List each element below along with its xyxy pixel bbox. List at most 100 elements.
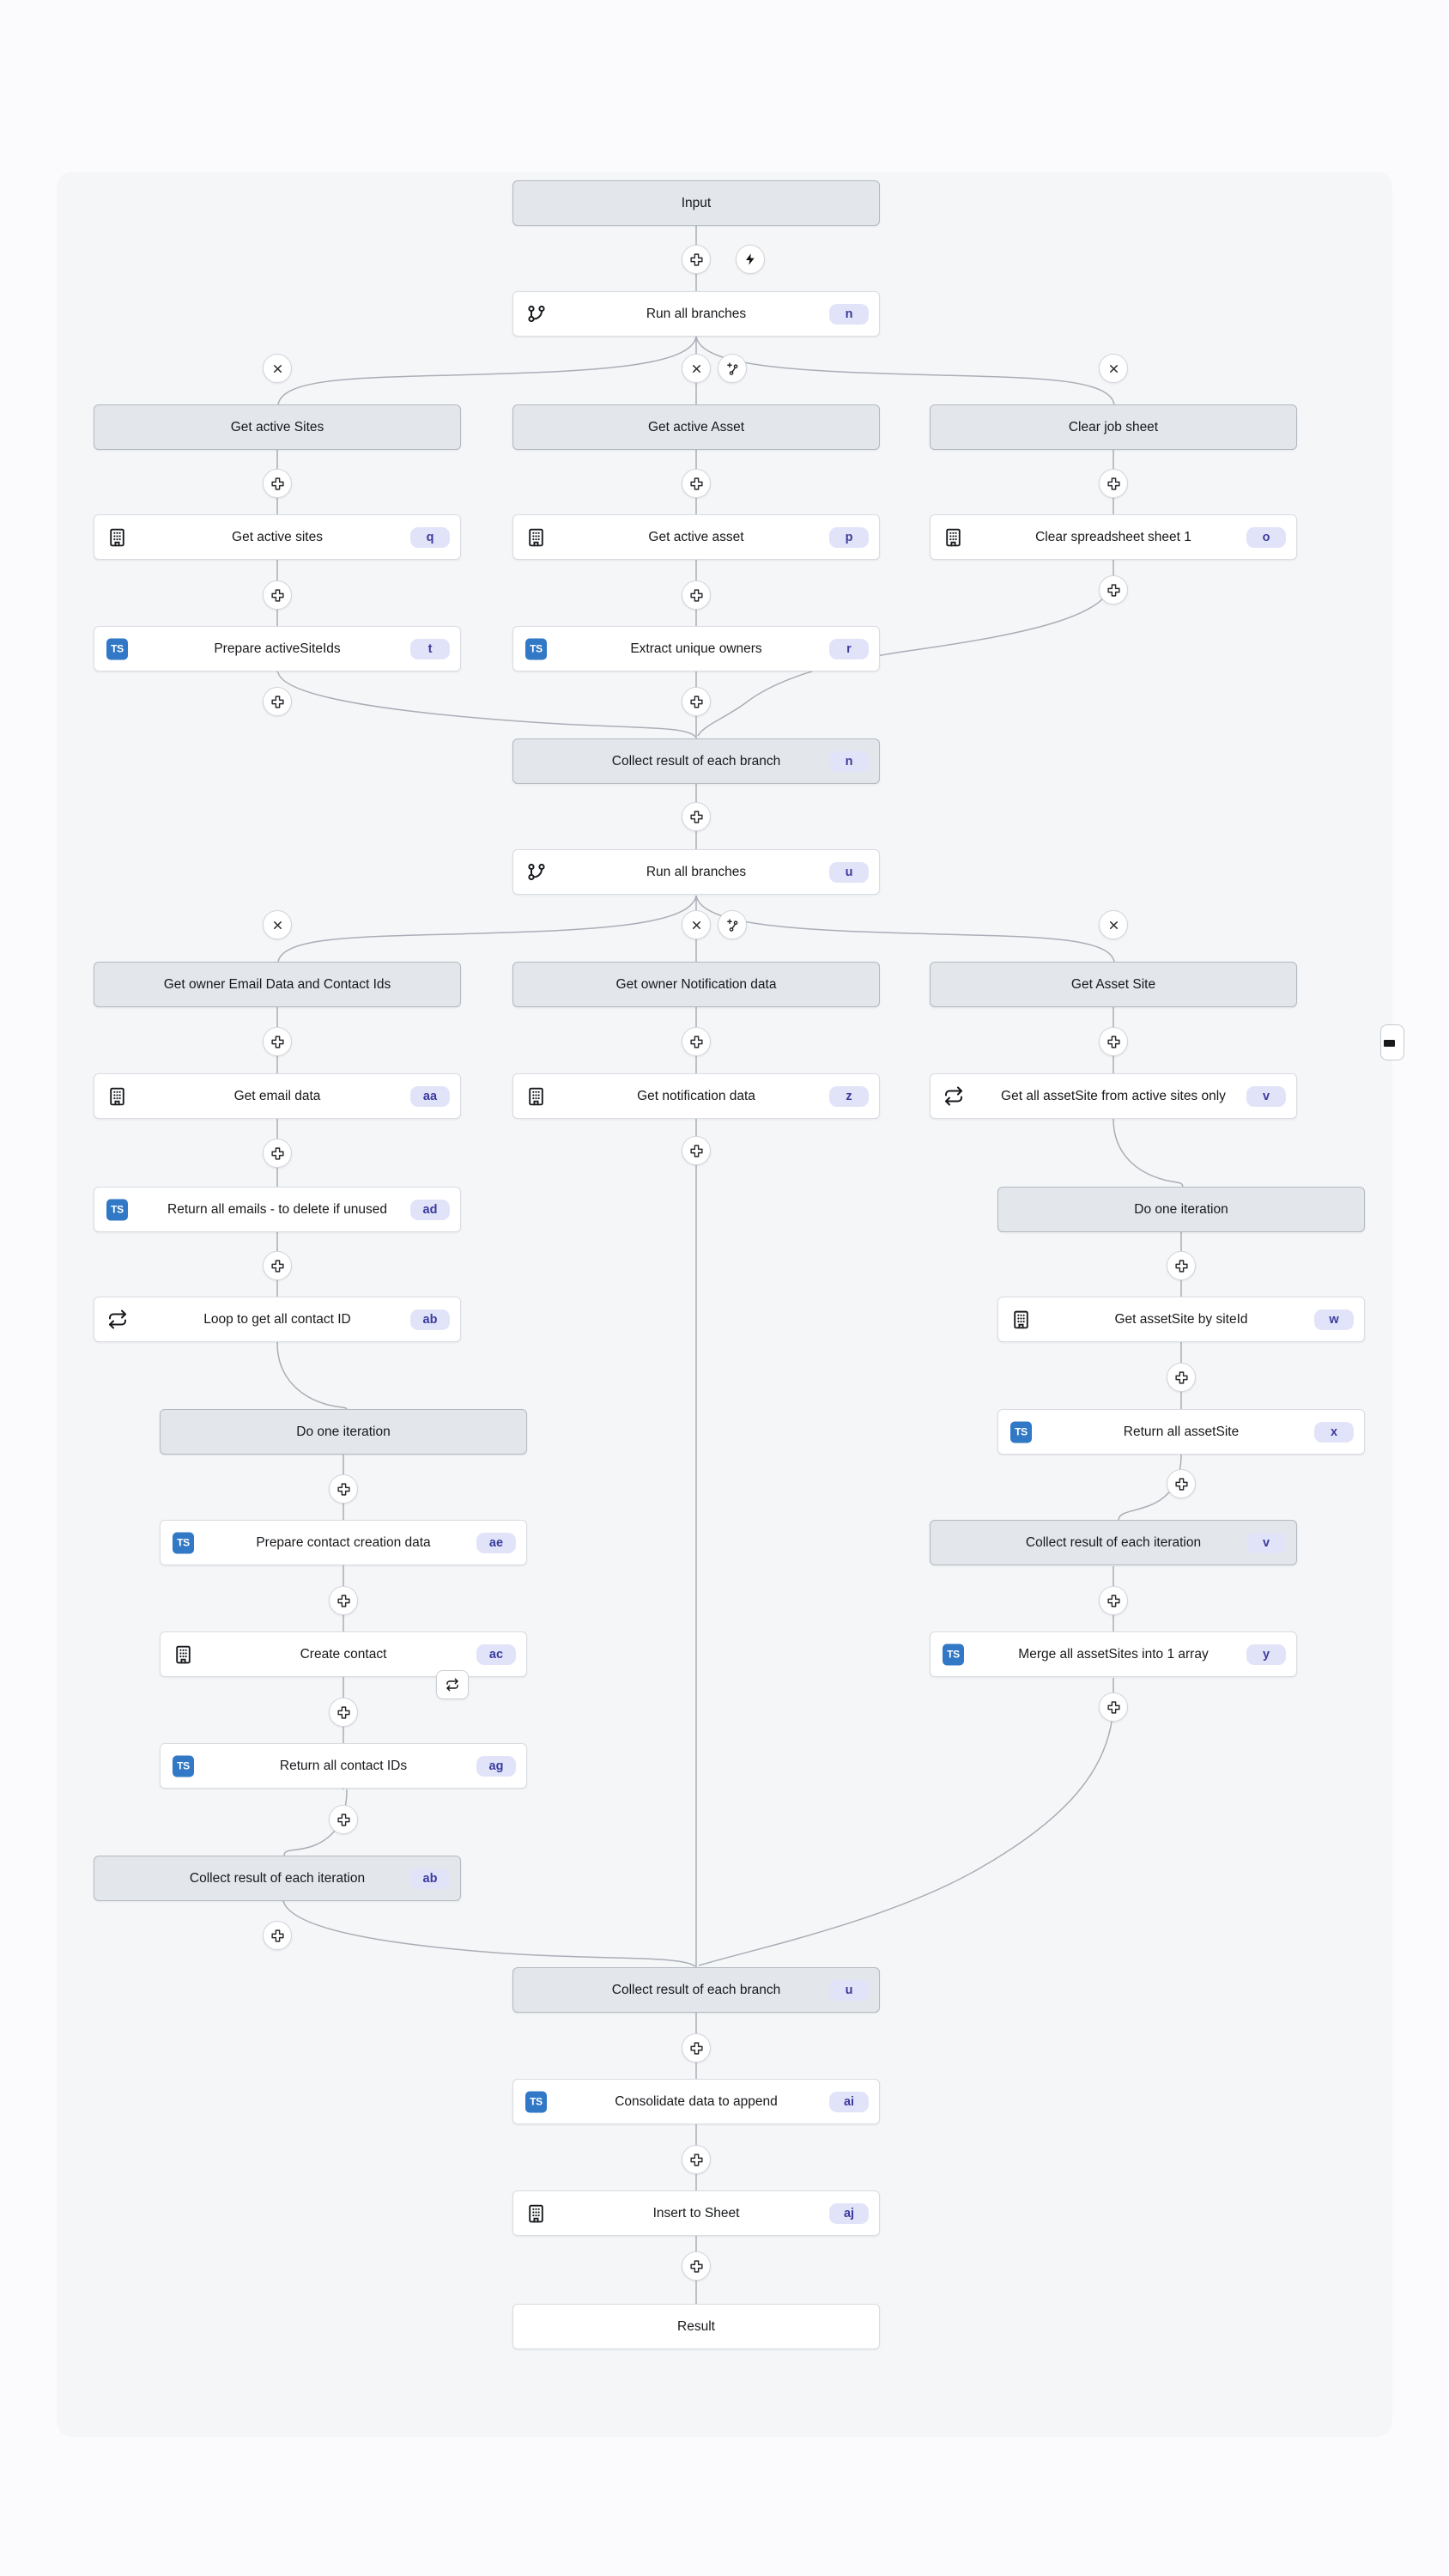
- typescript-icon: TS: [1009, 1420, 1033, 1443]
- add-step-button[interactable]: [1167, 1363, 1196, 1392]
- add-step-button[interactable]: [1099, 1692, 1128, 1722]
- plus-icon: [1106, 1700, 1120, 1714]
- node-get-notification-data[interactable]: Get notification data z: [512, 1073, 880, 1119]
- node-collect-branch-1[interactable]: Collect result of each branch n: [512, 738, 880, 784]
- node-return-all-assetsite[interactable]: TS Return all assetSite x: [997, 1409, 1365, 1455]
- add-step-button[interactable]: [682, 2251, 711, 2281]
- plus-icon: [270, 1035, 284, 1048]
- add-step-button[interactable]: [329, 1586, 358, 1615]
- node-label: Extract unique owners: [630, 641, 762, 656]
- retry-loop-indicator[interactable]: [436, 1670, 469, 1699]
- add-step-button[interactable]: [329, 1805, 358, 1834]
- remove-branch-button[interactable]: [682, 910, 711, 939]
- typescript-icon: TS: [106, 637, 129, 660]
- node-label: Get notification data: [637, 1088, 755, 1103]
- add-step-button[interactable]: [263, 687, 292, 716]
- add-step-button[interactable]: [329, 1698, 358, 1727]
- add-step-button[interactable]: [263, 1251, 292, 1280]
- node-get-assetsite-by-siteid[interactable]: Get assetSite by siteId w: [997, 1297, 1365, 1342]
- node-label: Get owner Notification data: [615, 976, 777, 992]
- building-icon: [524, 2202, 548, 2225]
- add-step-button[interactable]: [682, 802, 711, 831]
- add-step-button[interactable]: [682, 469, 711, 498]
- node-get-asset-site-header[interactable]: Get Asset Site: [930, 962, 1297, 1007]
- node-get-active-asset[interactable]: Get active asset p: [512, 514, 880, 560]
- add-step-button[interactable]: [682, 687, 711, 716]
- plus-icon: [336, 1594, 350, 1607]
- add-step-button[interactable]: [1167, 1469, 1196, 1498]
- remove-branch-button[interactable]: [263, 354, 292, 383]
- trigger-button[interactable]: [736, 245, 765, 274]
- node-collect-iteration-left[interactable]: Collect result of each iteration ab: [94, 1856, 461, 1901]
- add-step-button[interactable]: [263, 1027, 292, 1056]
- node-merge-assetsites[interactable]: TS Merge all assetSites into 1 array y: [930, 1631, 1297, 1677]
- add-step-button[interactable]: [1167, 1251, 1196, 1280]
- remove-branch-button[interactable]: [682, 354, 711, 383]
- plus-icon: [1106, 477, 1120, 490]
- node-extract-unique-owners[interactable]: TS Extract unique owners r: [512, 626, 880, 671]
- node-loop-get-contact-id[interactable]: Loop to get all contact ID ab: [94, 1297, 461, 1342]
- node-prepare-activesiteids[interactable]: TS Prepare activeSiteIds t: [94, 626, 461, 671]
- add-step-button[interactable]: [263, 1921, 292, 1950]
- node-insert-to-sheet[interactable]: Insert to Sheet aj: [512, 2190, 880, 2236]
- add-step-button[interactable]: [682, 1136, 711, 1165]
- remove-branch-button[interactable]: [263, 910, 292, 939]
- node-do-one-iteration-right[interactable]: Do one iteration: [997, 1187, 1365, 1232]
- node-prepare-contact-creation[interactable]: TS Prepare contact creation data ae: [160, 1520, 527, 1565]
- node-badge: ab: [410, 1309, 450, 1330]
- node-label: Loop to get all contact ID: [203, 1311, 351, 1327]
- git-branch-icon: [524, 860, 548, 884]
- node-get-owner-notification-header[interactable]: Get owner Notification data: [512, 962, 880, 1007]
- node-clear-spreadsheet[interactable]: Clear spreadsheet sheet 1 o: [930, 514, 1297, 560]
- node-return-contact-ids[interactable]: TS Return all contact IDs ag: [160, 1743, 527, 1789]
- node-input[interactable]: Input: [512, 180, 880, 226]
- node-return-all-emails[interactable]: TS Return all emails - to delete if unus…: [94, 1187, 461, 1232]
- clipped-side-control[interactable]: [1380, 1024, 1404, 1060]
- add-step-button[interactable]: [682, 245, 711, 274]
- add-step-button[interactable]: [682, 2033, 711, 2063]
- plus-icon: [689, 477, 703, 490]
- node-get-email-data[interactable]: Get email data aa: [94, 1073, 461, 1119]
- node-get-active-sites-header[interactable]: Get active Sites: [94, 404, 461, 450]
- node-get-active-asset-header[interactable]: Get active Asset: [512, 404, 880, 450]
- node-collect-branch-2[interactable]: Collect result of each branch u: [512, 1967, 880, 2013]
- node-clear-job-sheet-header[interactable]: Clear job sheet: [930, 404, 1297, 450]
- add-step-button[interactable]: [263, 469, 292, 498]
- node-badge: ac: [476, 1643, 516, 1665]
- add-step-button[interactable]: [682, 1027, 711, 1056]
- add-step-button[interactable]: [1099, 1027, 1128, 1056]
- add-step-button[interactable]: [682, 2145, 711, 2174]
- add-step-button[interactable]: [263, 580, 292, 610]
- node-result[interactable]: Result: [512, 2304, 880, 2349]
- node-badge: ae: [476, 1532, 516, 1553]
- node-collect-iteration-right[interactable]: Collect result of each iteration v: [930, 1520, 1297, 1565]
- x-icon: [692, 920, 700, 929]
- add-step-button[interactable]: [329, 1474, 358, 1504]
- node-do-one-iteration-left[interactable]: Do one iteration: [160, 1409, 527, 1455]
- add-step-button[interactable]: [682, 580, 711, 610]
- repeat-icon: [446, 1678, 458, 1692]
- node-get-owner-email-header[interactable]: Get owner Email Data and Contact Ids: [94, 962, 461, 1007]
- remove-branch-button[interactable]: [1099, 354, 1128, 383]
- node-label: Input: [681, 195, 712, 210]
- node-get-active-sites[interactable]: Get active sites q: [94, 514, 461, 560]
- plus-icon: [689, 252, 703, 266]
- node-label: Get active sites: [232, 529, 323, 544]
- node-label: Prepare contact creation data: [256, 1534, 431, 1550]
- remove-branch-button[interactable]: [1099, 910, 1128, 939]
- node-badge: r: [829, 638, 869, 659]
- plus-icon: [689, 695, 703, 708]
- add-branch-button[interactable]: [718, 910, 747, 939]
- add-step-button[interactable]: [263, 1139, 292, 1168]
- add-step-button[interactable]: [1099, 469, 1128, 498]
- add-branch-button[interactable]: [718, 354, 747, 383]
- node-run-all-branches-1[interactable]: Run all branches n: [512, 291, 880, 337]
- add-step-button[interactable]: [1099, 575, 1128, 605]
- node-get-all-assetsite[interactable]: Get all assetSite from active sites only…: [930, 1073, 1297, 1119]
- node-label: Run all branches: [646, 306, 747, 321]
- node-create-contact[interactable]: Create contact ac: [160, 1631, 527, 1677]
- building-icon: [942, 526, 965, 549]
- node-consolidate-data[interactable]: TS Consolidate data to append ai: [512, 2079, 880, 2124]
- node-run-all-branches-2[interactable]: Run all branches u: [512, 849, 880, 895]
- add-step-button[interactable]: [1099, 1586, 1128, 1615]
